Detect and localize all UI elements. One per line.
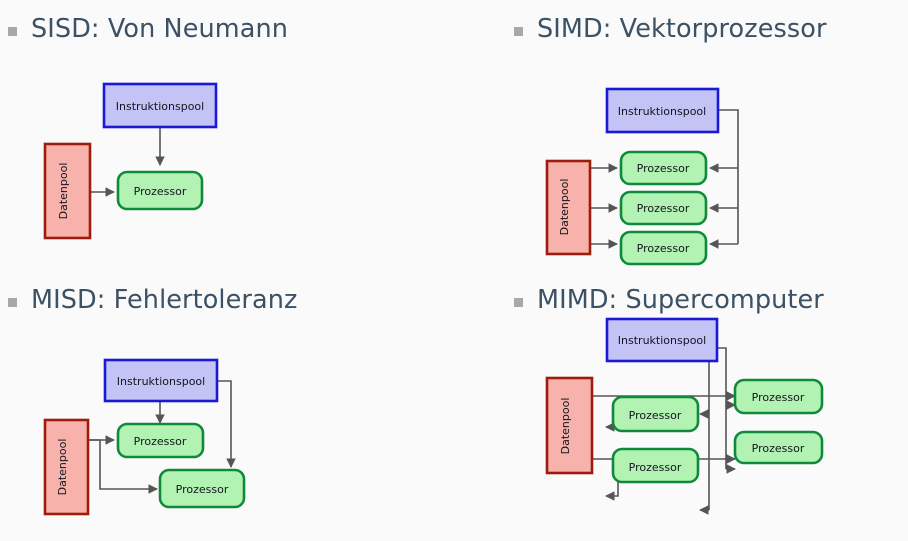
node-label: Prozessor bbox=[176, 483, 229, 496]
node-instruction-pool[interactable]: Instruktionspool bbox=[605, 87, 720, 134]
quadrant-mimd: MIMD: Supercomputer bbox=[454, 271, 908, 541]
node-label: Prozessor bbox=[637, 242, 690, 255]
node-label: Datenpool bbox=[56, 439, 69, 496]
node-label: Prozessor bbox=[752, 442, 805, 455]
connector-group bbox=[88, 380, 236, 494]
heading-label: MISD: Fehlertoleranz bbox=[31, 285, 298, 315]
instruction-bus-outer bbox=[717, 347, 727, 469]
node-data-pool[interactable]: Datenpool bbox=[43, 142, 92, 240]
node-label: Datenpool bbox=[558, 179, 571, 236]
node-processor[interactable]: Prozessor bbox=[611, 447, 700, 484]
diagram-simd: Instruktionspool Datenpool Prozessor Pro… bbox=[454, 38, 908, 270]
node-processor[interactable]: Prozessor bbox=[619, 190, 708, 226]
node-processor[interactable]: Prozessor bbox=[619, 230, 708, 266]
node-label: Prozessor bbox=[637, 162, 690, 175]
node-label: Prozessor bbox=[134, 185, 187, 198]
bullet-square-icon bbox=[514, 26, 523, 36]
connector-group bbox=[90, 127, 165, 197]
node-label: Prozessor bbox=[629, 409, 682, 422]
node-label: Prozessor bbox=[637, 202, 690, 215]
node-data-pool[interactable]: Datenpool bbox=[545, 159, 592, 256]
node-label: Instruktionspool bbox=[618, 334, 706, 347]
node-instruction-pool[interactable]: Instruktionspool bbox=[605, 317, 719, 363]
node-label: Prozessor bbox=[629, 461, 682, 474]
heading-misd: MISD: Fehlertoleranz bbox=[8, 285, 297, 315]
node-data-pool[interactable]: Datenpool bbox=[43, 418, 90, 516]
quadrant-simd: SIMD: Vektorprozessor bbox=[454, 0, 908, 270]
node-label: Instruktionspool bbox=[618, 105, 706, 118]
arrow-instruction-to-processor-2 bbox=[217, 380, 236, 468]
node-instruction-pool[interactable]: Instruktionspool bbox=[102, 82, 218, 129]
node-data-pool[interactable]: Datenpool bbox=[545, 376, 594, 475]
heading-sisd: SISD: Von Neumann bbox=[8, 14, 288, 44]
bullet-square-icon bbox=[514, 297, 523, 307]
heading-simd: SIMD: Vektorprozessor bbox=[514, 14, 827, 44]
node-processor[interactable]: Prozessor bbox=[733, 378, 824, 415]
heading-label: SISD: Von Neumann bbox=[31, 14, 288, 44]
node-processor[interactable]: Prozessor bbox=[733, 430, 824, 465]
node-processor[interactable]: Prozessor bbox=[116, 422, 205, 459]
quadrant-misd: MISD: Fehlertoleranz bbox=[0, 271, 454, 541]
node-label: Prozessor bbox=[134, 435, 187, 448]
heading-label: MIMD: Supercomputer bbox=[537, 285, 824, 315]
diagram-misd: Instruktionspool Datenpool Prozessor Pro… bbox=[0, 309, 454, 541]
node-processor[interactable]: Prozessor bbox=[619, 150, 708, 186]
heading-label: SIMD: Vektorprozessor bbox=[537, 14, 827, 44]
node-processor[interactable]: Prozessor bbox=[116, 170, 204, 211]
node-label: Prozessor bbox=[752, 391, 805, 404]
diagram-mimd: Instruktionspool Datenpool Prozessor Pro… bbox=[454, 309, 908, 541]
bullet-square-icon bbox=[8, 26, 17, 36]
arrow-data-to-processor-2 bbox=[88, 439, 158, 494]
instruction-bus bbox=[718, 109, 739, 244]
diagram-sisd: Instruktionspool Datenpool Prozessor bbox=[0, 38, 454, 270]
node-label: Instruktionspool bbox=[116, 100, 204, 113]
node-label: Datenpool bbox=[559, 398, 572, 455]
node-instruction-pool[interactable]: Instruktionspool bbox=[103, 358, 219, 403]
quadrant-sisd: SISD: Von Neumann Instruktionspool bbox=[0, 0, 454, 270]
connector-group bbox=[590, 109, 739, 249]
node-label: Instruktionspool bbox=[117, 375, 205, 388]
node-processor[interactable]: Prozessor bbox=[158, 468, 246, 509]
node-label: Datenpool bbox=[57, 163, 70, 220]
bullet-square-icon bbox=[8, 297, 17, 307]
heading-mimd: MIMD: Supercomputer bbox=[514, 285, 824, 315]
node-processor[interactable]: Prozessor bbox=[611, 395, 700, 433]
